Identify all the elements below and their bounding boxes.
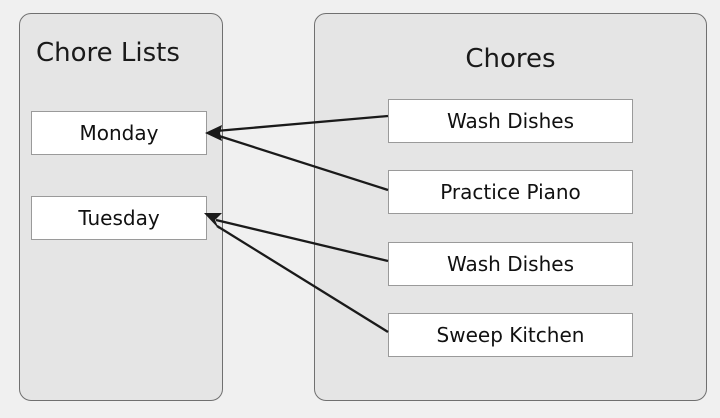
chore-node-sweep-kitchen[interactable]: Sweep Kitchen: [388, 313, 633, 357]
chore-node-practice-piano[interactable]: Practice Piano: [388, 170, 633, 214]
chore-node-wash-dishes-1[interactable]: Wash Dishes: [388, 99, 633, 143]
group-chore-lists-title: Chore Lists: [36, 38, 180, 68]
chore-node-wash-dishes-2[interactable]: Wash Dishes: [388, 242, 633, 286]
list-node-monday[interactable]: Monday: [31, 111, 207, 155]
group-chores-title: Chores: [465, 44, 556, 74]
list-node-tuesday[interactable]: Tuesday: [31, 196, 207, 240]
